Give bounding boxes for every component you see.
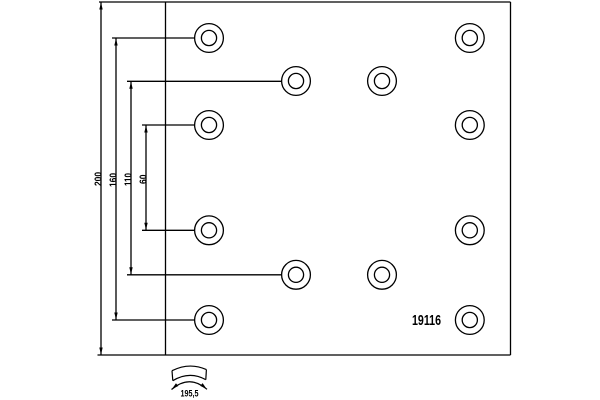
svg-text:60: 60 bbox=[138, 174, 150, 184]
svg-text:200: 200 bbox=[93, 172, 105, 186]
svg-text:160: 160 bbox=[108, 173, 120, 187]
svg-text:19116: 19116 bbox=[412, 313, 441, 329]
svg-text:195,5: 195,5 bbox=[181, 389, 199, 399]
svg-text:110: 110 bbox=[123, 173, 135, 186]
